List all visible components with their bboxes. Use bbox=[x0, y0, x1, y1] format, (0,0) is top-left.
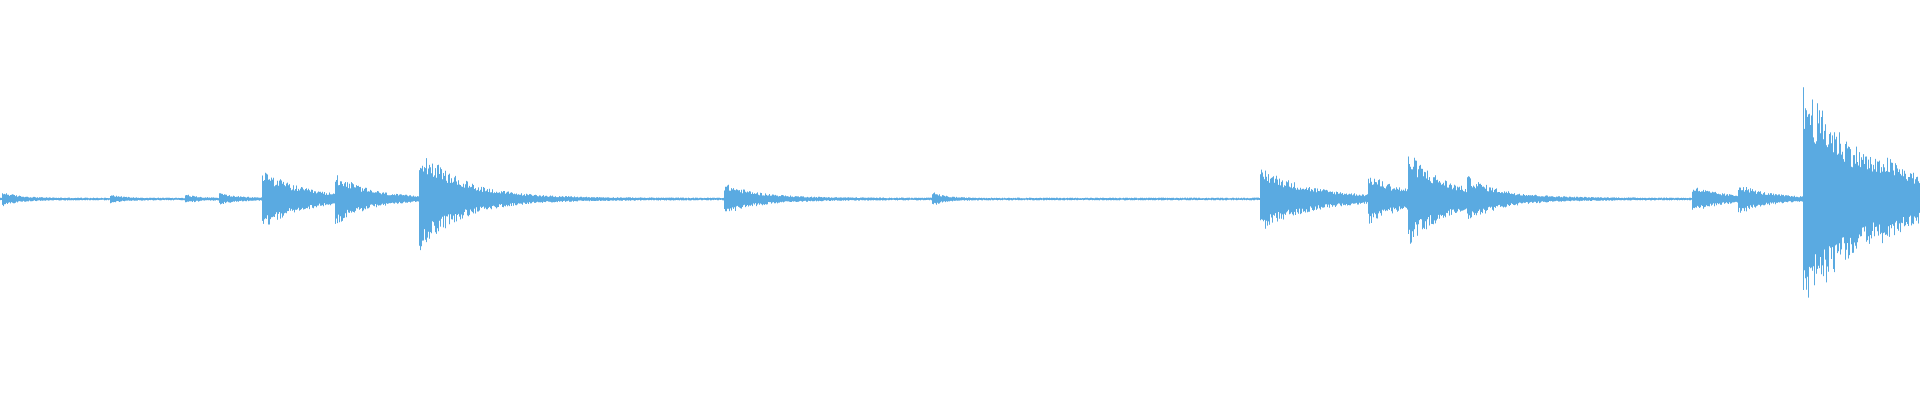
waveform-path bbox=[0, 87, 1920, 298]
